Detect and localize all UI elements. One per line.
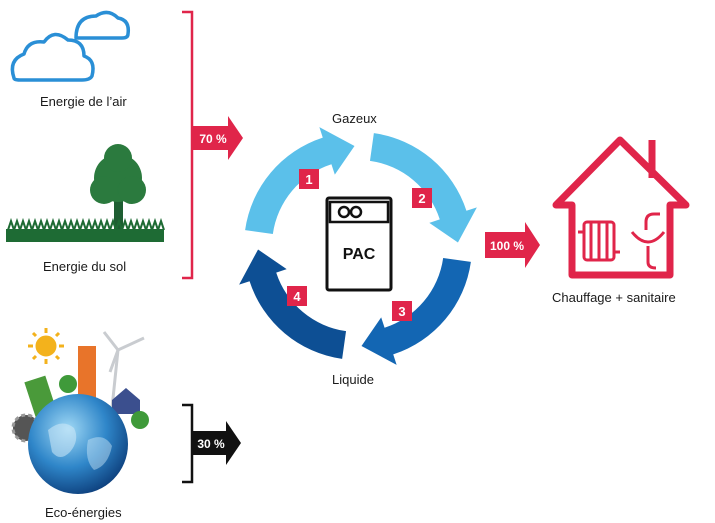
small-house-icon (112, 388, 140, 414)
air-energy-label: Energie de l’air (40, 94, 127, 109)
grass-icon (6, 217, 165, 242)
heat-pump-unit-icon: PAC (325, 196, 393, 292)
ground-energy-label: Energie du sol (43, 259, 127, 274)
wind-turbine-icon (102, 331, 145, 409)
sun-icon (28, 328, 64, 364)
tree-icon (90, 144, 146, 231)
renewable-bracket (182, 10, 194, 280)
house-icon (552, 136, 690, 279)
eco-bracket (182, 403, 194, 484)
step-badge-4: 4 (287, 286, 307, 306)
svg-text:2: 2 (418, 191, 425, 206)
step-badge-2: 2 (412, 188, 432, 208)
liquid-label: Liquide (332, 372, 374, 387)
svg-text:4: 4 (293, 289, 301, 304)
share-arrow-100: 100 % (485, 222, 540, 268)
eco-energy-label: Eco-énergies (45, 505, 122, 520)
svg-text:70 %: 70 % (199, 132, 227, 146)
house-label: Chauffage + sanitaire (552, 290, 676, 305)
svg-text:1: 1 (305, 172, 312, 187)
clouds-icon (10, 10, 131, 82)
gaseous-label: Gazeux (332, 111, 377, 126)
svg-text:100 %: 100 % (490, 239, 524, 253)
svg-text:30 %: 30 % (197, 437, 225, 451)
sink-tap-icon (630, 212, 666, 270)
building-icon (78, 346, 96, 398)
share-arrow-70: 70 % (192, 116, 243, 160)
step-badge-1: 1 (299, 169, 319, 189)
cycle-arc-2 (369, 133, 477, 243)
svg-text:3: 3 (398, 304, 405, 319)
pac-label: PAC (343, 246, 376, 263)
radiator-icon (578, 220, 620, 262)
globe-icon (11, 328, 149, 494)
step-badge-3: 3 (392, 301, 412, 321)
cycle-arc-3 (361, 257, 471, 365)
share-arrow-30: 30 % (192, 421, 241, 465)
